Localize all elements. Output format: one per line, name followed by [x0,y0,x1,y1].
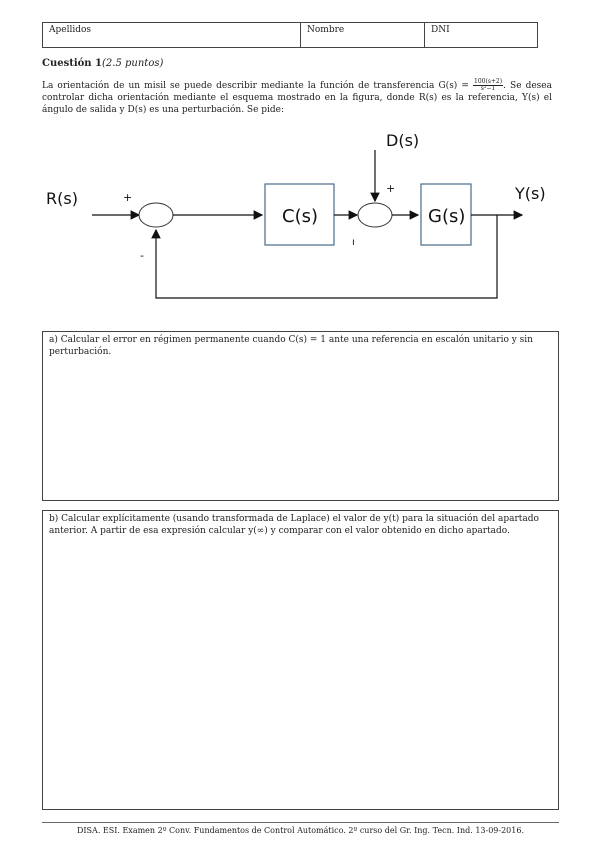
footer-divider [42,822,559,823]
answer-box-b[interactable]: b) Calcular explícitamente (usando trans… [42,510,559,810]
apellidos-field: Apellidos [43,23,301,47]
footer-text: DISA. ESI. Examen 2º Conv. Fundamentos d… [76,826,524,835]
block-diagram: R(s) D(s) Y(s) C(s) G(s) + - + ı [46,131,546,299]
question-points: (2.5 puntos) [102,58,164,69]
student-info-table: Apellidos Nombre DNI [42,22,538,48]
minus-sign: - [140,249,144,262]
transfer-function-fraction: 100(s+2)s²−1 [473,78,504,92]
question-title: Cuestión 1(2.5 puntos) [42,58,163,69]
tf-denominator: s²−1 [480,85,496,92]
controller-block [264,183,335,246]
plus-sign-2: + [386,182,395,195]
nombre-field: Nombre [301,23,425,47]
disturbance-label: D(s) [386,131,419,150]
controller-label: C(s) [282,206,318,227]
answer-box-a[interactable]: a) Calcular el error en régimen permanen… [42,331,559,501]
question-number: Cuestión 1 [42,58,103,69]
summing-junction-1 [138,202,174,228]
plant-label: G(s) [428,206,465,227]
dni-field: DNI [431,25,450,35]
input-label: R(s) [46,189,78,208]
summing-junction-2 [357,202,393,228]
part-b-text: b) Calcular explícitamente (usando trans… [49,514,539,536]
question-statement: La orientación de un misil se puede desc… [42,79,552,116]
statement-part-2: . Se desea controlar dicha orientación m… [42,81,552,115]
output-label: Y(s) [514,184,546,203]
tf-numerator: 100(s+2) [473,78,504,86]
plus-sign-1: + [123,191,132,204]
tick-mark: ı [352,237,355,248]
feedback-path [151,215,498,299]
part-a-text: a) Calcular el error en régimen permanen… [49,335,533,357]
statement-part-1: La orientación de un misil se puede desc… [42,81,474,91]
plant-block [420,183,472,246]
